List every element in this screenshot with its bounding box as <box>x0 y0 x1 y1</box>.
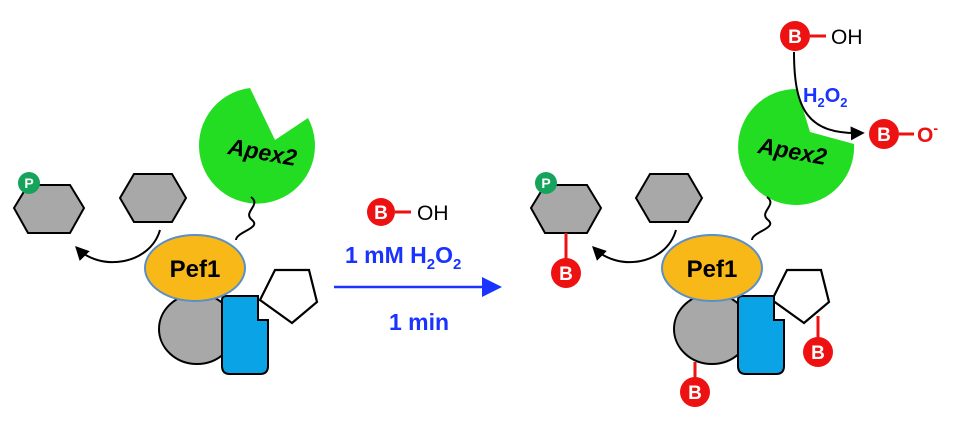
left-substrate-hexagon <box>118 173 188 223</box>
right-apex2-shape <box>738 88 855 205</box>
reaction-time-label: 1 min <box>389 309 449 335</box>
right-pentagon-biotin-label: B <box>811 343 825 364</box>
right-radical-biotin-badge <box>869 119 899 149</box>
left-blue-subunit <box>221 295 269 375</box>
reagent-biotin-label: B <box>374 203 388 224</box>
left-phospho-badge <box>18 172 40 194</box>
right-radical-biotin-label: B <box>877 125 891 146</box>
right-phospho-label: P <box>541 175 550 191</box>
right-oxidant-label: H2O2 <box>803 85 847 110</box>
right-oval-biotin-badge <box>680 377 710 407</box>
right-blue-subunit <box>737 295 785 375</box>
left-complex: P Apex2 Pef1 <box>12 88 319 375</box>
right-hexagon-biotin-badge <box>551 258 581 288</box>
right-pentagon <box>770 268 831 325</box>
right-linker <box>751 196 772 241</box>
right-oxidation-arrow <box>793 51 865 141</box>
right-oval-biotin-label: B <box>688 383 702 404</box>
right-pef1-label: Pef1 <box>687 256 738 283</box>
left-linker <box>235 196 256 241</box>
left-pef1-label: Pef1 <box>170 256 221 283</box>
right-phospho-hexagon <box>529 184 603 234</box>
right-pentagon-biotin-badge <box>803 337 833 367</box>
left-pentagon <box>258 268 319 325</box>
reagent-biotin-badge <box>367 198 395 226</box>
right-substrate-biotin-label: B <box>788 27 802 48</box>
left-dephosphorylation-arrow <box>75 229 161 264</box>
right-dephosphorylation-arrow <box>592 229 677 264</box>
reaction-conditions: B OH 1 mM H2O2 1 min <box>334 198 502 335</box>
right-substrate-oh-label: OH <box>831 26 863 49</box>
left-phospho-label: P <box>24 175 33 191</box>
left-phospho-hexagon <box>12 184 86 234</box>
right-substrate-biotin-badge <box>780 21 810 51</box>
right-hexagon-biotin-label: B <box>559 264 573 285</box>
right-phospho-badge <box>535 172 557 194</box>
left-pef1-shape <box>144 234 246 302</box>
right-complex: P B Apex2 B B Pef1 B OH <box>529 21 938 407</box>
right-substrate-hexagon <box>634 173 704 223</box>
right-radical-o-label: O- <box>917 120 938 147</box>
reagent-oh-label: OH <box>417 202 449 225</box>
left-apex2-shape <box>198 88 315 204</box>
right-pef1-shape <box>661 234 763 302</box>
reaction-condition-text: 1 mM H2O2 <box>345 242 461 273</box>
